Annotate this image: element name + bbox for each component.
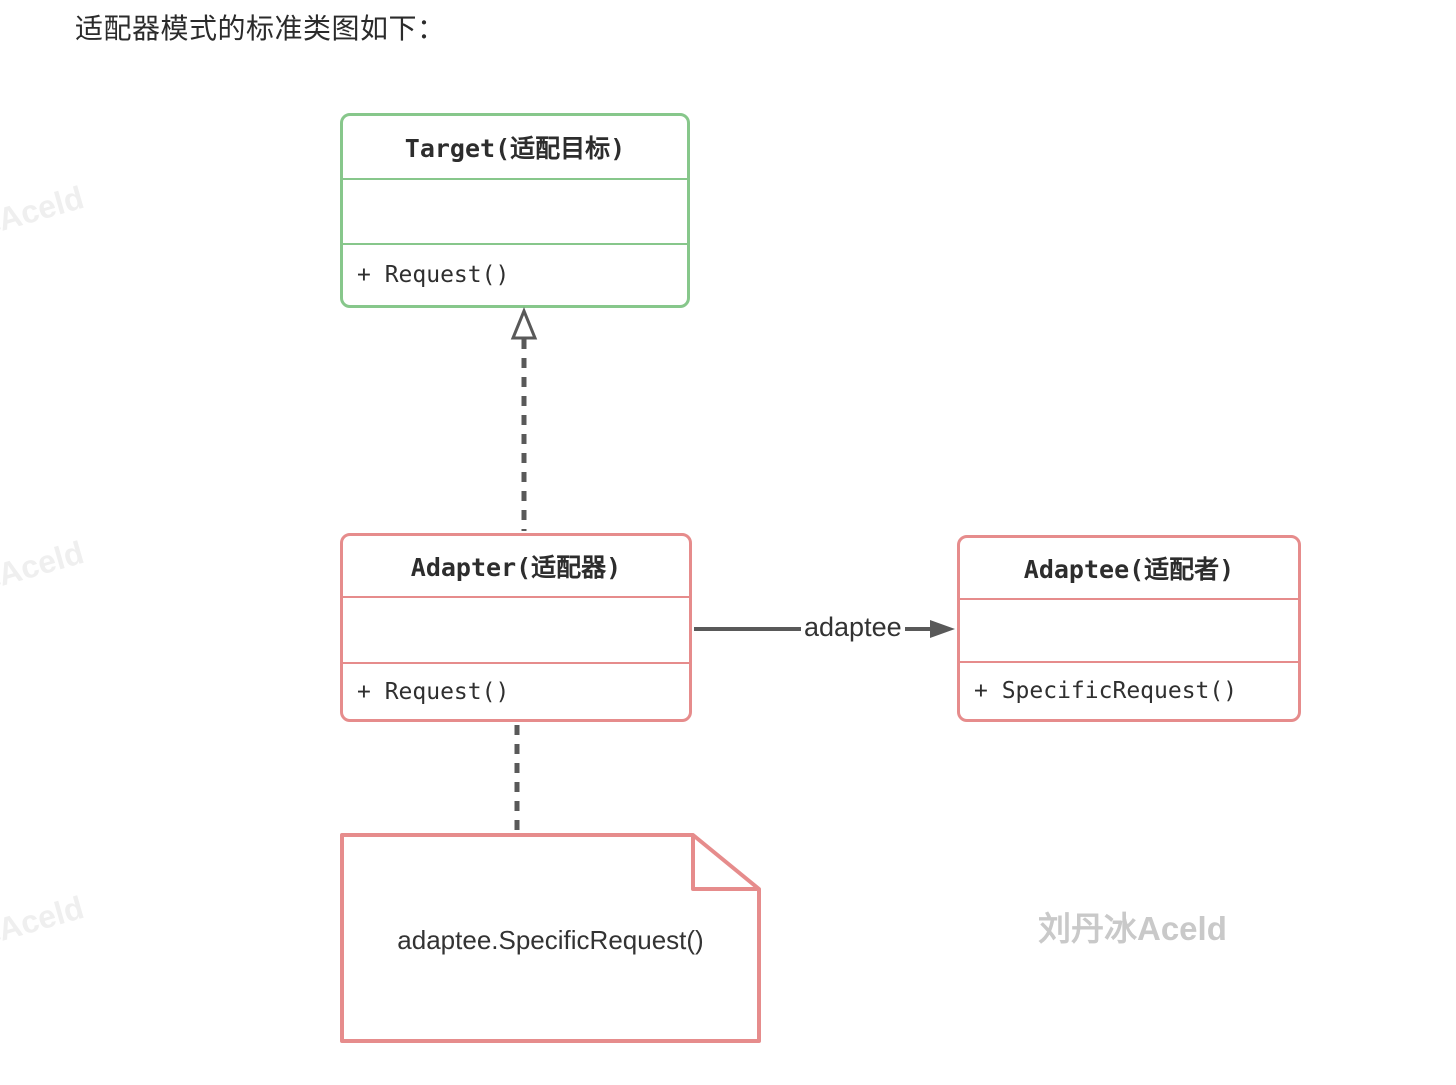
association-label: adaptee bbox=[801, 612, 905, 643]
side-watermark: 刘丹冰Aceld bbox=[0, 179, 88, 265]
class-method-adapter: + Request() bbox=[357, 678, 510, 705]
uml-note: adaptee.SpecificRequest() bbox=[340, 833, 761, 1043]
class-box-adapter: Adapter(适配器) + Request() bbox=[340, 533, 692, 722]
page-title: 适配器模式的标准类图如下： bbox=[75, 13, 446, 44]
side-watermark: 刘丹冰Aceld bbox=[0, 889, 88, 975]
class-box-target: Target(适配目标) + Request() bbox=[340, 113, 690, 308]
side-watermark: 刘丹冰Aceld bbox=[0, 534, 88, 620]
note-fold-icon bbox=[691, 835, 759, 891]
note-text: adaptee.SpecificRequest() bbox=[397, 924, 704, 955]
note-shape-icon bbox=[340, 833, 761, 1043]
realization-arrow-adapter-target bbox=[510, 307, 538, 531]
class-attributes-adapter bbox=[343, 596, 689, 664]
filled-arrowhead-icon bbox=[930, 620, 955, 638]
class-method-adaptee: + SpecificRequest() bbox=[974, 678, 1238, 704]
corner-watermark: 刘丹冰Aceld bbox=[1038, 910, 1227, 947]
class-attributes-target bbox=[343, 178, 687, 245]
class-box-adaptee: Adaptee(适配者) + SpecificRequest() bbox=[957, 535, 1301, 722]
class-title-adaptee: Adaptee(适配者) bbox=[1023, 555, 1235, 584]
hollow-triangle-arrowhead-icon bbox=[510, 307, 538, 340]
class-title-adapter: Adapter(适配器) bbox=[410, 553, 622, 582]
class-title-target: Target(适配目标) bbox=[404, 134, 626, 163]
class-method-target: + Request() bbox=[357, 262, 510, 288]
class-attributes-adaptee bbox=[960, 598, 1298, 663]
